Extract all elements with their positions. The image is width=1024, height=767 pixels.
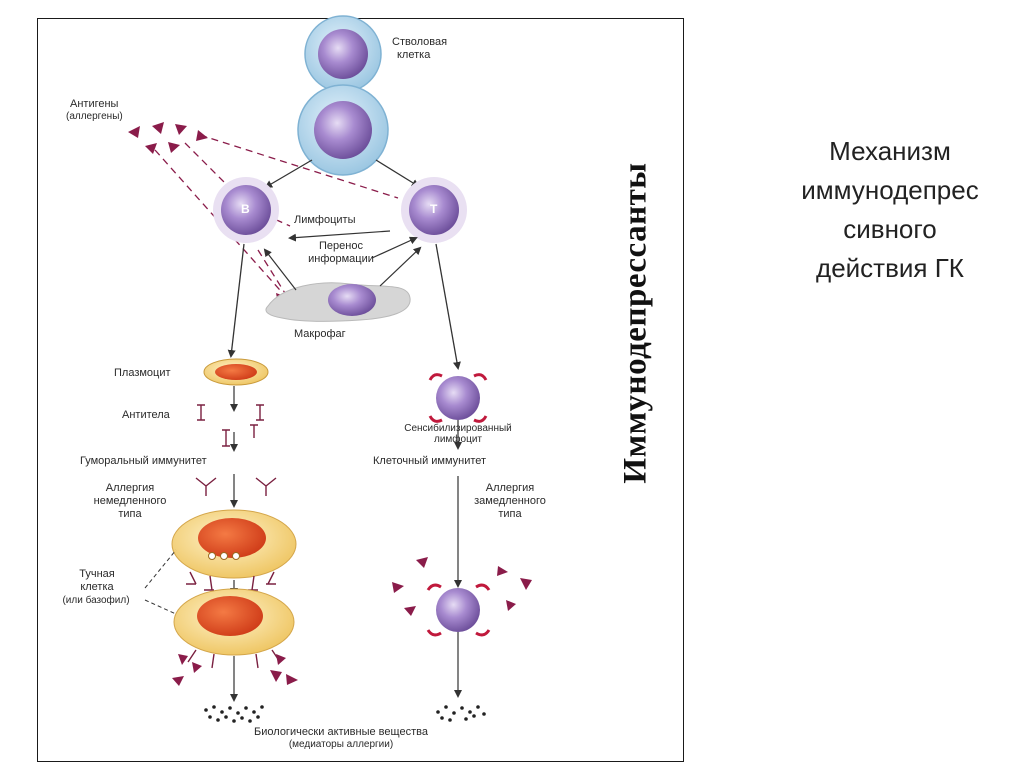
vertical-title: Иммунодепрессанты (617, 145, 654, 500)
antigen-cluster (128, 122, 208, 154)
allergens-label: (аллергены) (66, 111, 123, 122)
allergy-delayed-1: Аллергия (485, 482, 535, 494)
transfer-arrow-left (288, 230, 391, 242)
cellular-label: Клеточный иммунитет (373, 455, 487, 467)
plasmocyte (203, 358, 269, 386)
stem-cell (304, 15, 382, 93)
allergy-immediate-1: Аллергия (105, 482, 155, 494)
mast-receptors-lower (187, 649, 281, 669)
mast-cell-label-3: (или базофил) (62, 595, 130, 606)
mediators-right (436, 705, 486, 722)
b-lymphocyte (213, 177, 279, 243)
t-antigens (392, 557, 532, 616)
stem-cell-label-1: Стволовая (392, 36, 448, 48)
slide-heading-line-4: действия ГК (816, 253, 964, 283)
slide-heading-line-2: иммунодепрес (801, 175, 979, 205)
macrophage-to-t (379, 246, 422, 287)
transfer-arrow-right (371, 236, 418, 259)
slide-heading-line-1: Механизм (829, 136, 951, 166)
vertical-title-text: Иммунодепрессанты (617, 161, 654, 484)
b-to-plasmocyte (227, 243, 245, 358)
sensitized-lymphocyte (428, 373, 488, 423)
mast-leader-lines (144, 549, 177, 615)
antigens-label: Антигены (70, 98, 119, 110)
slide-heading-line-3: сивного (843, 214, 937, 244)
bio-active-label: Биологически активные вещества (254, 726, 428, 738)
b-label: B (241, 202, 250, 216)
t-lymphocyte (401, 177, 467, 243)
allergy-delayed-2: замедленного (474, 495, 546, 507)
transfer-label-1: Перенос (319, 240, 363, 252)
slide-heading: Механизм иммунодепрес сивного действия Г… (770, 132, 1010, 288)
sensitized-label-1: Сенсибилизированный (404, 423, 512, 434)
humoral-label: Гуморальный иммунитет (80, 455, 207, 467)
transfer-label-2: информации (308, 253, 374, 265)
lymphocytes-label: Лимфоциты (294, 214, 356, 226)
t-to-sensitized (435, 243, 461, 370)
activated-t-cell (426, 583, 491, 637)
arrow-to-b (264, 159, 313, 189)
progenitor-cell (297, 84, 389, 176)
mast-cell-upper (171, 509, 297, 579)
mast-cell-label-2: клетка (80, 581, 114, 593)
t-label: T (430, 202, 438, 216)
mast-cell-lower (173, 588, 295, 656)
sensitized-label-2: лимфоцит (434, 434, 482, 445)
allergy-delayed-3: типа (498, 508, 522, 520)
mast-cell-label-1: Тучная (79, 568, 115, 580)
antibodies-label: Антитела (122, 409, 170, 421)
plasmocyte-label: Плазмоцит (114, 367, 171, 379)
macrophage (265, 282, 411, 322)
stem-cell-label-2: клетка (397, 49, 431, 61)
mediators-label: (медиаторы аллергии) (288, 739, 394, 750)
antibody-icons-2 (195, 477, 277, 496)
allergy-immediate-2: немедленного (93, 495, 167, 507)
arrow-to-t (375, 159, 420, 188)
allergy-immediate-3: типа (118, 508, 142, 520)
mast-antigens (172, 654, 298, 686)
antibody-icons (197, 404, 264, 447)
mediators-left (204, 705, 264, 723)
macrophage-label: Макрофаг (294, 328, 346, 340)
macrophage-to-b (263, 248, 297, 291)
